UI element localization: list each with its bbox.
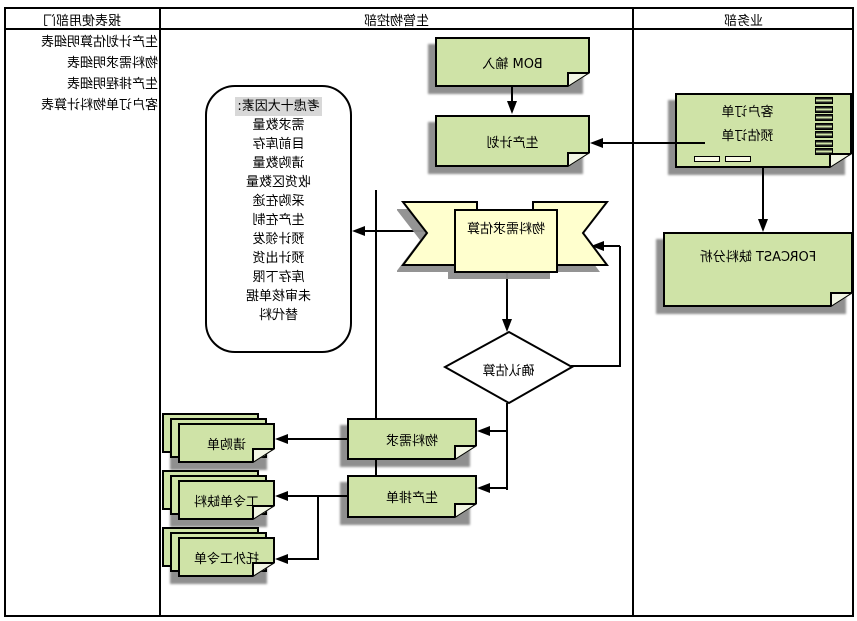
- consideration-item: 未审核单据: [246, 289, 312, 304]
- report-item: 生产排程明细表: [66, 77, 158, 92]
- arrowhead: [477, 426, 490, 436]
- report-item: 客户订单物料计算表: [40, 98, 158, 113]
- material-demand-estimate-label: 物料需求估算: [467, 222, 546, 237]
- report-item: 生产计划估算明细表: [40, 35, 158, 50]
- arrowhead: [477, 483, 490, 493]
- confirm-estimate-label: 确认估算: [482, 364, 535, 379]
- consideration-item: 目前库存: [252, 137, 305, 152]
- signature-bar-icon: [694, 156, 720, 162]
- consideration-item: 采购在途: [252, 194, 305, 209]
- material-demand-estimate-banner: [397, 201, 610, 279]
- forcast-analysis-doc: FORCAST 缺料分析: [663, 232, 853, 307]
- customer-order-line2: 预估订单: [721, 129, 774, 144]
- folded-corner-icon: [829, 291, 853, 307]
- bom-input-doc: BOM 输入: [435, 37, 590, 87]
- consideration-item: 收货区数量: [246, 175, 312, 190]
- material-demand-doc: 物料需求: [347, 418, 477, 460]
- column-header-production-control: 生管物控部: [364, 14, 430, 29]
- report-item: 物料需求明细表: [66, 56, 158, 71]
- considerations-box: 考虑十大因素: 需求数量 目前库存 请购数量 收货区数量 采购在途 生产在制 预…: [205, 85, 352, 353]
- arrowhead: [758, 219, 768, 232]
- considerations-title: 考虑十大因素:: [235, 97, 322, 116]
- page-stack-icon: [815, 106, 833, 113]
- production-plan-doc: 生产计划: [435, 115, 590, 167]
- column-header-business: 业务部: [724, 14, 764, 29]
- customer-order-line1: 客户订单: [721, 105, 774, 120]
- consideration-item: 预计出货: [252, 251, 305, 266]
- column-header-report-users: 报表使用部门: [43, 14, 122, 29]
- customer-order-doc: 客户订单 预估订单: [675, 93, 852, 168]
- consideration-item: 预计领发: [252, 232, 305, 247]
- confirm-estimate-diamond: [442, 330, 575, 405]
- signature-bar-icon: [725, 156, 751, 162]
- folded-corner-icon: [566, 71, 590, 87]
- page-stack-icon: [815, 114, 833, 121]
- consideration-item: 替代料: [259, 308, 299, 323]
- production-schedule-doc: 生产排单: [347, 475, 477, 518]
- column-divider-left: [632, 7, 634, 617]
- folded-corner-icon: [251, 561, 275, 577]
- arrowhead: [275, 554, 288, 564]
- arrowhead: [590, 138, 603, 148]
- forcast-analysis-label: FORCAST 缺料分析: [699, 250, 817, 265]
- arrowhead: [352, 226, 365, 236]
- column-divider-right: [159, 7, 161, 617]
- consideration-item: 库存下限: [252, 270, 305, 285]
- arrowhead: [275, 491, 288, 501]
- page-stack-icon: [815, 140, 833, 147]
- page-stack-icon: [815, 123, 833, 130]
- folded-corner-icon: [251, 447, 275, 463]
- arrowhead: [507, 101, 517, 114]
- page-stack-icon: [815, 131, 833, 138]
- folded-corner-icon: [828, 152, 852, 168]
- folded-corner-icon: [251, 504, 275, 520]
- folded-corner-icon: [453, 502, 477, 518]
- consideration-item: 生产在制: [252, 213, 305, 228]
- report-list: 生产计划估算明细表 物料需求明细表 生产排程明细表 客户订单物料计算表: [41, 32, 158, 116]
- arrowhead: [275, 434, 288, 444]
- consideration-item: 请购数量: [252, 156, 305, 171]
- page-stack-icon: [815, 97, 833, 104]
- folded-corner-icon: [453, 444, 477, 460]
- consideration-item: 需求数量: [252, 118, 305, 133]
- folded-corner-icon: [566, 151, 590, 167]
